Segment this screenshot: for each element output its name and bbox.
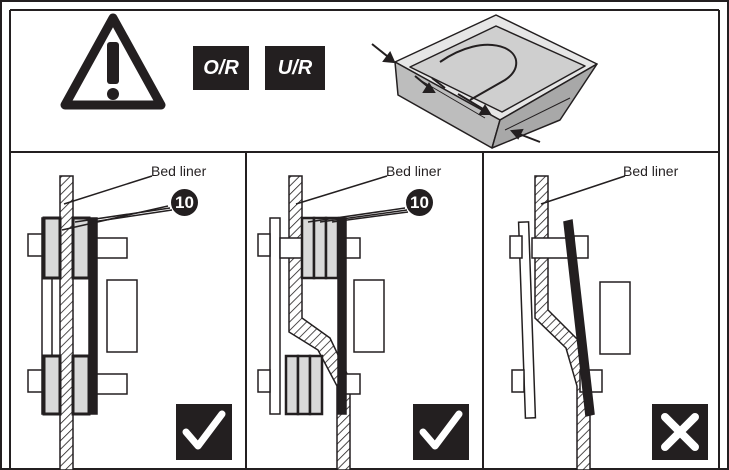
panel-2-label: Bed liner bbox=[386, 163, 442, 179]
badge-o-r: O/R bbox=[193, 46, 249, 90]
warning-triangle-icon bbox=[60, 13, 166, 110]
bed-liner-tray-image bbox=[394, 14, 598, 149]
panel-1-label: Bed liner bbox=[151, 163, 207, 179]
spacer-lower bbox=[42, 354, 62, 416]
check-icon bbox=[413, 404, 469, 460]
bed-liner-wall bbox=[534, 175, 591, 470]
x-icon bbox=[652, 404, 708, 460]
check-icon bbox=[176, 404, 232, 460]
panel-2-diagram bbox=[257, 175, 409, 470]
spacer-upper bbox=[42, 216, 62, 280]
panel-1-callout-number: 10 bbox=[171, 189, 198, 216]
panel-1-diagram bbox=[27, 175, 173, 470]
bed-liner-wall bbox=[59, 175, 74, 470]
panel-3-diagram bbox=[509, 175, 631, 470]
tray-arrows bbox=[371, 43, 541, 143]
panel-3-label: Bed liner bbox=[623, 163, 679, 179]
badge-u-r: U/R bbox=[265, 46, 325, 90]
panel-2-callout-number: 10 bbox=[406, 189, 433, 216]
